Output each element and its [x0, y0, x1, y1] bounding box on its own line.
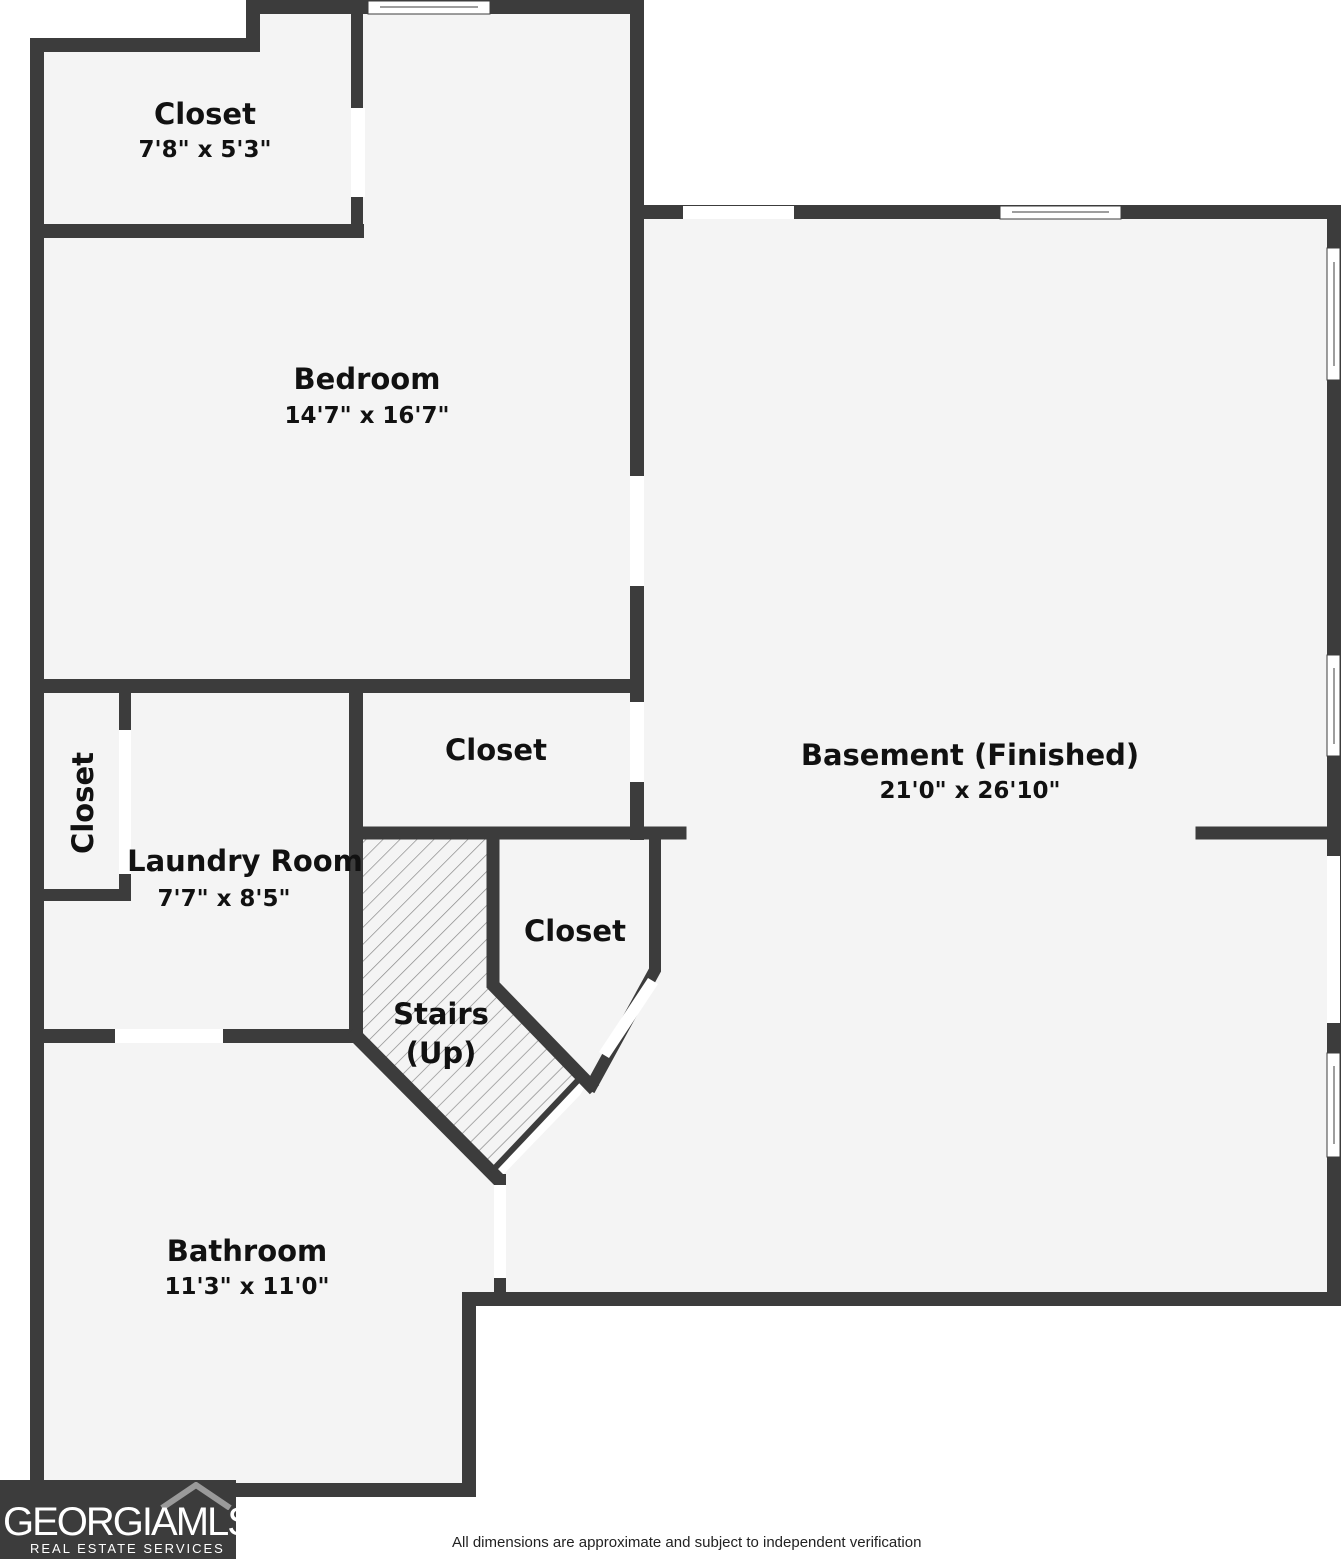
bedroom-dims: 14'7" x 16'7"	[285, 403, 450, 429]
georgia-mls-logo: GEORGIAMLS REAL ESTATE SERVICES	[0, 1480, 236, 1559]
bedroom-name: Bedroom	[294, 362, 441, 396]
opening-closet-top	[351, 108, 365, 197]
windows	[115, 0, 1341, 1278]
opening-bedroom-east	[630, 476, 644, 586]
opening-closet-side	[119, 730, 131, 874]
bathroom-floor	[37, 1036, 498, 1490]
laundry-name: Laundry Room	[127, 844, 363, 878]
opening-closet-corner	[599, 978, 658, 1058]
stairs-label-line2: (Up)	[406, 1036, 477, 1070]
stairs-label-line1: Stairs	[393, 997, 489, 1031]
room-labels: Closet 7'8" x 5'3" Bedroom 14'7" x 16'7"…	[66, 97, 1139, 1300]
laundry-dims: 7'7" x 8'5"	[158, 886, 291, 912]
roof-icon	[160, 1482, 232, 1510]
laundry-floor	[37, 686, 356, 1036]
wall-stairs-east	[488, 1071, 587, 1175]
wall-closet-corner	[486, 826, 600, 1095]
closet-side-name: Closet	[66, 752, 100, 854]
basement-dims: 21'0" x 26'10"	[880, 778, 1061, 804]
closet-top-floor	[37, 7, 357, 231]
closet-top-name: Closet	[154, 97, 256, 131]
closet-corner-name: Closet	[524, 914, 626, 948]
logo-name: GEORGIAMLS	[3, 1500, 236, 1544]
bathroom-name: Bathroom	[167, 1234, 328, 1268]
closet-mid-name: Closet	[445, 733, 547, 767]
opening-bathroom-east	[494, 1185, 506, 1278]
closet-side-floor	[37, 686, 125, 895]
window-east-3	[1327, 856, 1340, 1023]
opening-closet-mid	[630, 702, 644, 782]
bedroom-floor	[37, 7, 637, 686]
window-top-basement-1	[683, 206, 794, 219]
disclaimer-text: All dimensions are approximate and subje…	[452, 1534, 922, 1551]
wall-stairs-diagonal	[346, 1026, 506, 1187]
basement-name: Basement (Finished)	[801, 738, 1139, 772]
opening-laundry-bath	[115, 1029, 223, 1043]
closet-mid-floor	[356, 686, 637, 833]
walls	[30, 0, 1341, 1497]
closet-top-dims: 7'8" x 5'3"	[139, 137, 272, 163]
basement-floor	[498, 212, 1334, 1299]
logo-subtitle: REAL ESTATE SERVICES	[30, 1541, 225, 1556]
bathroom-dims: 11'3" x 11'0"	[165, 1274, 330, 1300]
floor-areas	[37, 7, 1334, 1490]
